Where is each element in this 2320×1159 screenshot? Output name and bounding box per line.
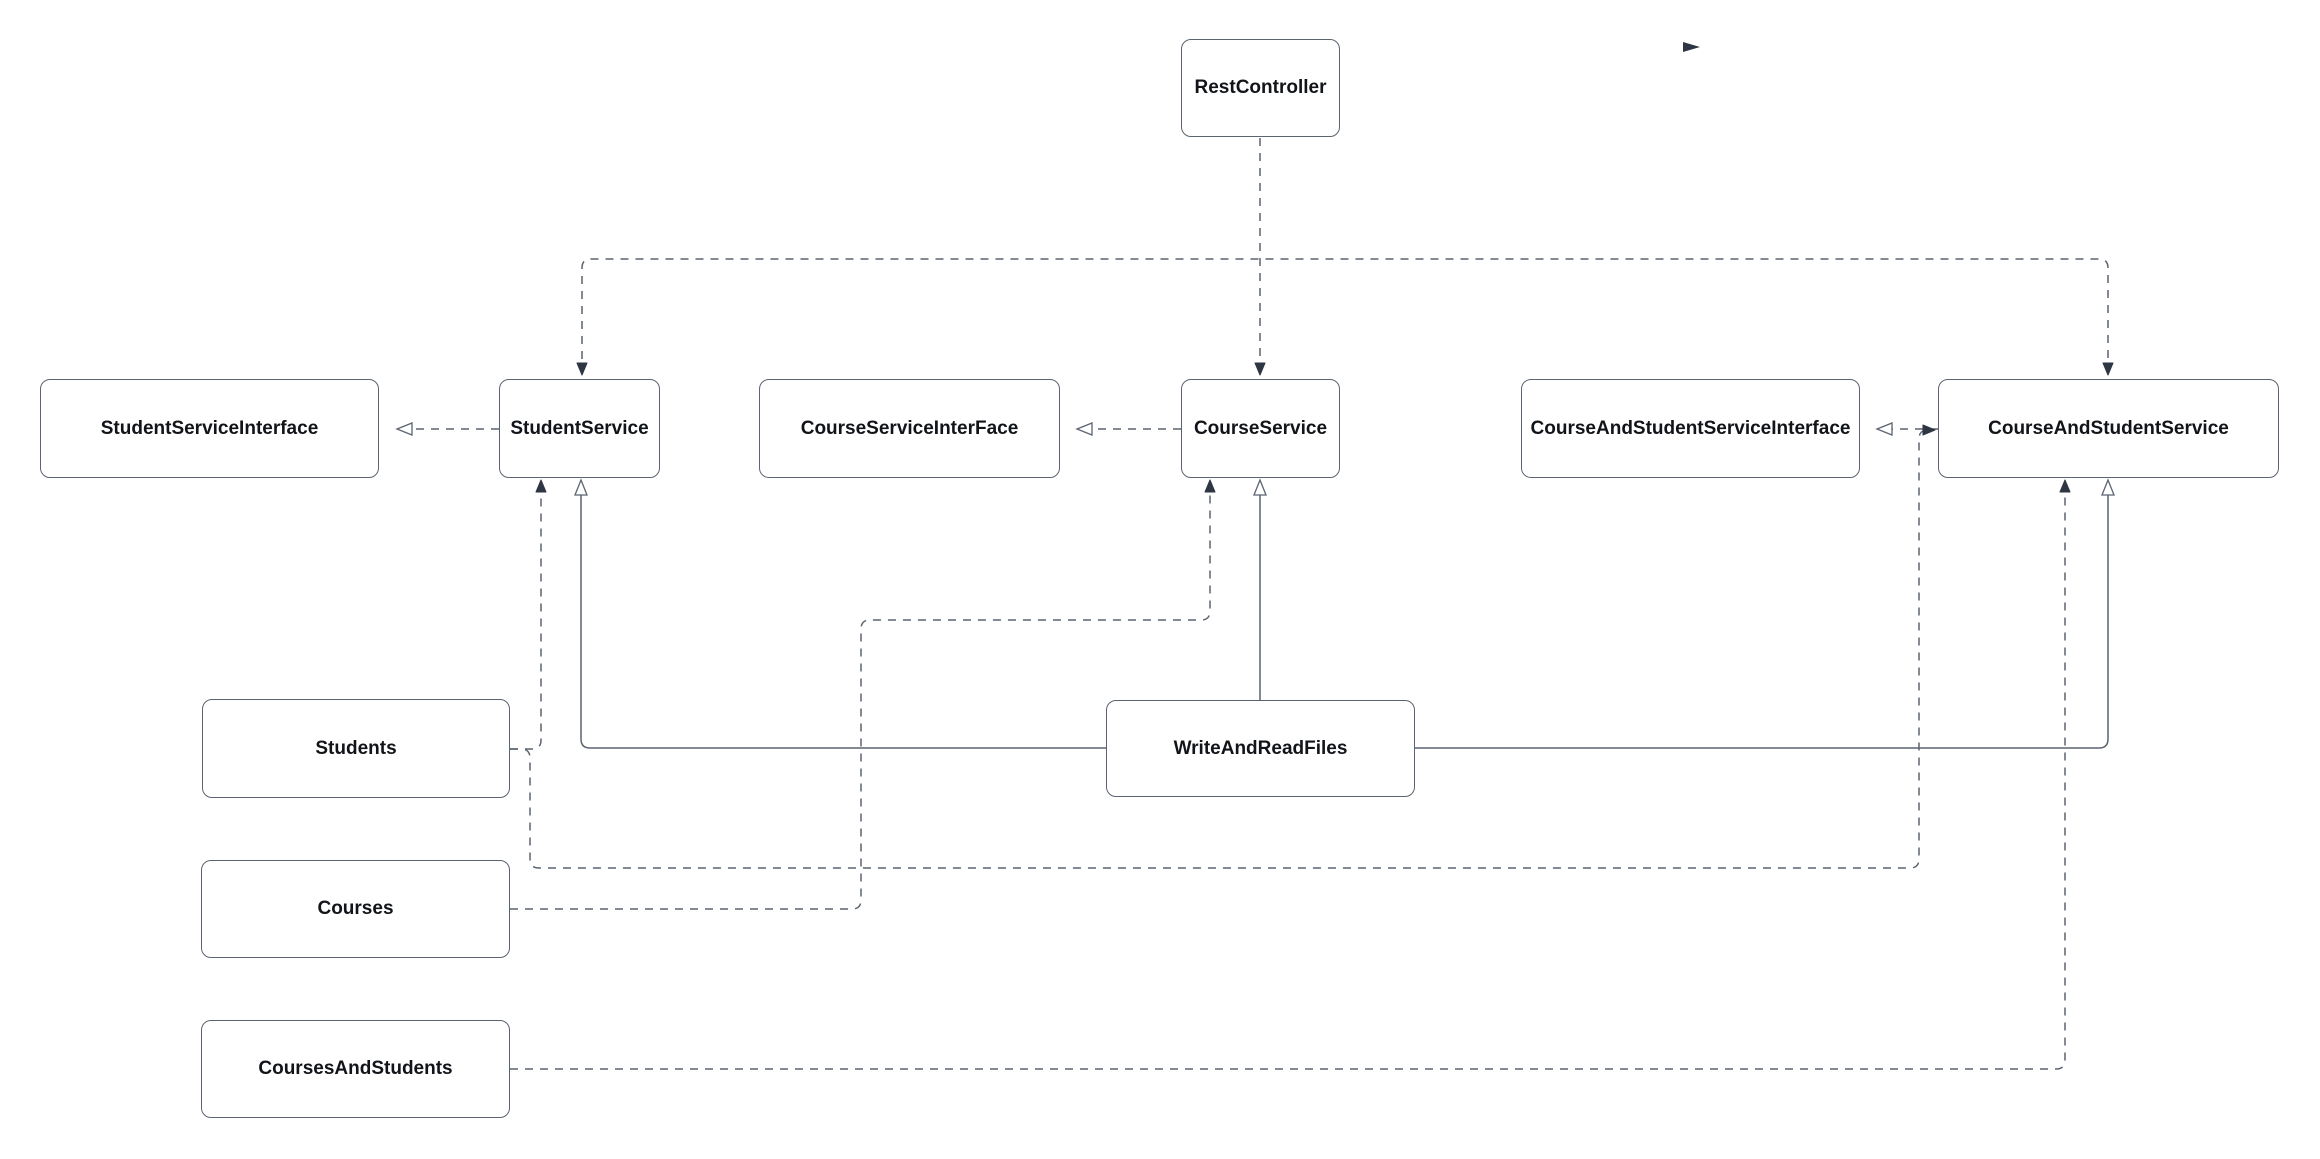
node-label: CourseServiceInterFace	[800, 417, 1019, 439]
node-label: CourseAndStudentServiceInterface	[1530, 417, 1851, 439]
node-course-and-student-service[interactable]: CourseAndStudentService	[1938, 379, 2279, 478]
node-label: CourseService	[1193, 417, 1328, 439]
node-label: Students	[315, 737, 397, 759]
edge-writeandreadfiles-courseandstudentservice	[1415, 478, 2115, 749]
edge-writeandreadfiles-studentservice	[574, 478, 1106, 749]
node-course-service-interface[interactable]: CourseServiceInterFace	[759, 379, 1060, 478]
edge-courses-courseservice	[510, 479, 1216, 910]
node-label: CoursesAndStudents	[258, 1058, 453, 1079]
node-courses[interactable]: Courses	[201, 860, 510, 958]
edge-students-studentservice	[510, 479, 547, 750]
node-course-service[interactable]: CourseService	[1181, 379, 1340, 478]
node-rest-controller[interactable]: RestController	[1181, 39, 1340, 137]
node-label: WriteAndReadFiles	[1173, 737, 1348, 759]
edge-coursesandstudents-courseandstudentservice	[510, 479, 2071, 1070]
node-student-service[interactable]: StudentService	[499, 379, 660, 478]
node-label: RestController	[1194, 77, 1327, 98]
node-students[interactable]: Students	[202, 699, 510, 798]
node-label: CourseAndStudentService	[1988, 417, 2229, 439]
edge-restcontroller-rail	[576, 258, 2114, 376]
edge-students-courseandstudentservice	[510, 424, 1936, 869]
node-write-and-read-files[interactable]: WriteAndReadFiles	[1106, 700, 1415, 797]
node-label: StudentServiceInterface	[100, 417, 319, 439]
node-course-and-student-service-interface[interactable]: CourseAndStudentServiceInterface	[1521, 379, 1860, 478]
node-label: Courses	[317, 898, 394, 919]
node-courses-and-students[interactable]: CoursesAndStudents	[201, 1020, 510, 1118]
node-student-service-interface[interactable]: StudentServiceInterface	[40, 379, 379, 478]
node-label: StudentService	[510, 417, 649, 439]
play-icon[interactable]	[1683, 42, 1700, 52]
